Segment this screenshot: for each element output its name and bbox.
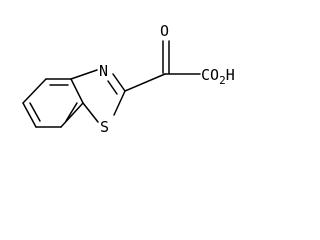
bond-c5-c6 [60, 102, 84, 128]
atom-label-carbonyl-oxygen: O [160, 22, 169, 40]
bond-c2-c3 [22, 78, 47, 104]
bond-lines [22, 40, 201, 128]
atom-label-nitrogen: N [99, 62, 108, 80]
atom-label-acid-group: CO2H [201, 66, 235, 87]
bond-inner-right [65, 102, 78, 122]
acid-group-tail: H [226, 66, 235, 84]
bond-c6-c1 [70, 78, 84, 104]
bond-c2-s [113, 90, 126, 116]
bond-n-c2-outer [112, 73, 126, 92]
bond-c3-c4 [22, 102, 37, 128]
bond-c2-ketone [124, 73, 166, 92]
chemical-structure: N S O CO2H [22, 22, 235, 136]
bond-c7a-n [70, 69, 98, 80]
bond-inner-left [29, 102, 41, 122]
acid-group-main: CO [201, 66, 219, 84]
bond-s-c3a [82, 102, 99, 123]
atom-labels: N S O CO2H [99, 22, 235, 136]
bond-n-c2-inner [107, 80, 118, 95]
acid-group-subscript: 2 [219, 74, 226, 87]
atom-label-sulfur: S [100, 118, 109, 136]
